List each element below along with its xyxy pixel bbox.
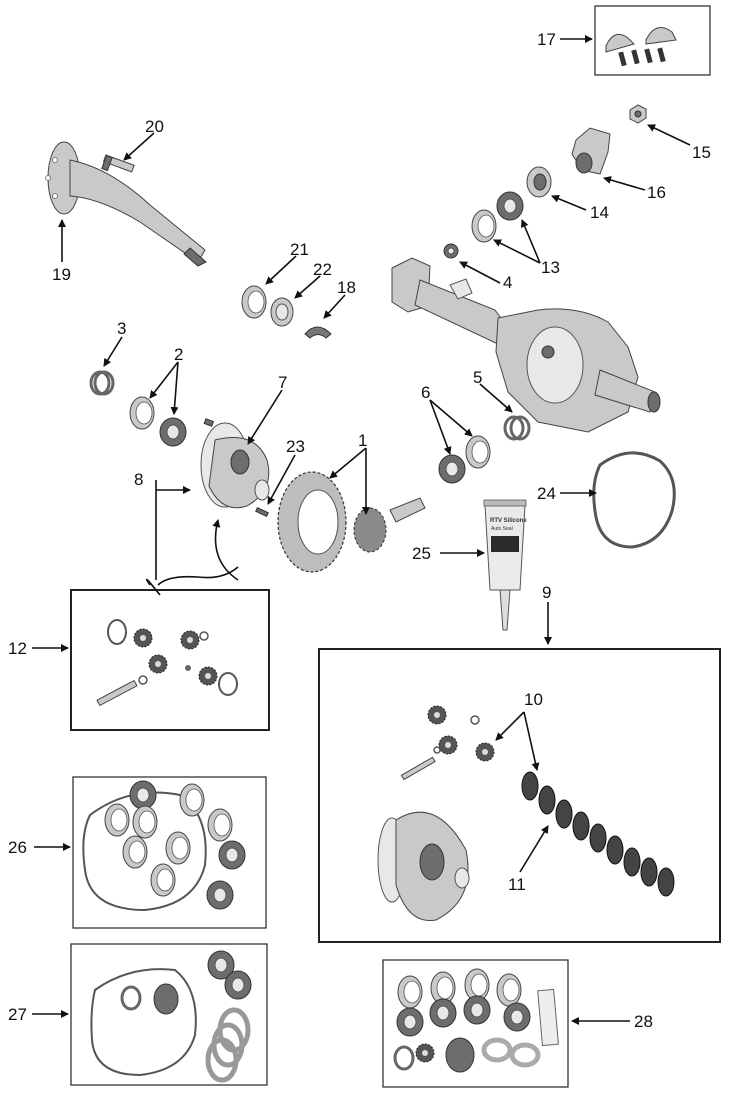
part-11-clutch-plates xyxy=(521,771,675,897)
part-9-limited-slip-assembly xyxy=(318,648,721,943)
part-16-pinion-yoke xyxy=(571,127,611,175)
part-19-axle-shaft xyxy=(45,141,207,267)
label-28: 28 xyxy=(634,1012,653,1031)
label-1: 1 xyxy=(358,431,367,450)
tube-brand-text: RTV Silicone xyxy=(490,518,527,524)
part-25-rtv-silicone-tube: RTV Silicone Auto Seal xyxy=(483,499,527,631)
part-20-wheel-stud xyxy=(101,154,135,173)
part-12-spider-gear-kit xyxy=(70,578,270,731)
label-11: 11 xyxy=(508,875,526,894)
part-24-cover-gasket xyxy=(592,451,676,549)
part-23-cross-shaft-pin xyxy=(255,506,269,518)
axle-housing xyxy=(391,257,661,433)
label-25: 25 xyxy=(412,544,431,563)
label-13: 13 xyxy=(541,258,560,277)
part-5-shim xyxy=(503,415,531,441)
leader-lines xyxy=(32,35,691,1025)
tube-sub-text: Auto Seal xyxy=(491,526,513,532)
part-15-yoke-nut xyxy=(629,104,647,124)
label-2: 2 xyxy=(174,345,183,364)
part-2-carrier-bearing xyxy=(129,396,187,447)
label-21: 21 xyxy=(290,240,309,259)
label-3: 3 xyxy=(117,319,126,338)
label-14: 14 xyxy=(590,203,609,222)
label-22: 22 xyxy=(313,260,332,279)
part-26-overhaul-kit xyxy=(72,776,267,929)
label-16: 16 xyxy=(647,183,666,202)
label-26: 26 xyxy=(8,838,27,857)
label-10: 10 xyxy=(524,690,543,709)
label-8: 8 xyxy=(134,470,143,489)
part-27-bearing-kit xyxy=(70,943,268,1086)
label-17: 17 xyxy=(537,30,556,49)
part-labels: 17 15 16 14 13 4 20 19 21 22 18 3 2 7 5 … xyxy=(8,30,711,1031)
part-22-bearing xyxy=(270,297,294,327)
label-20: 20 xyxy=(145,117,164,136)
label-7: 7 xyxy=(278,373,287,392)
part-7-diff-case xyxy=(200,418,270,509)
part-14-pinion-seal xyxy=(526,166,552,198)
label-9: 9 xyxy=(542,583,551,602)
part-13-pinion-bearing xyxy=(471,191,524,243)
label-12: 12 xyxy=(8,639,27,658)
label-24: 24 xyxy=(537,484,556,503)
label-4: 4 xyxy=(503,273,512,292)
label-19: 19 xyxy=(52,265,71,284)
label-18: 18 xyxy=(337,278,356,297)
label-23: 23 xyxy=(286,437,305,456)
label-5: 5 xyxy=(473,368,482,387)
part-4-pinion-nut xyxy=(443,243,459,259)
part-18-c-clip xyxy=(304,326,332,339)
label-15: 15 xyxy=(692,143,711,162)
part-1-ring-and-pinion xyxy=(277,471,426,573)
label-6: 6 xyxy=(421,383,430,402)
label-27: 27 xyxy=(8,1005,27,1024)
part-21-race xyxy=(241,285,267,319)
part-28-install-kit xyxy=(382,959,569,1088)
part-17-ujoint-strap-kit xyxy=(594,5,711,76)
part-3-shim xyxy=(89,370,115,396)
